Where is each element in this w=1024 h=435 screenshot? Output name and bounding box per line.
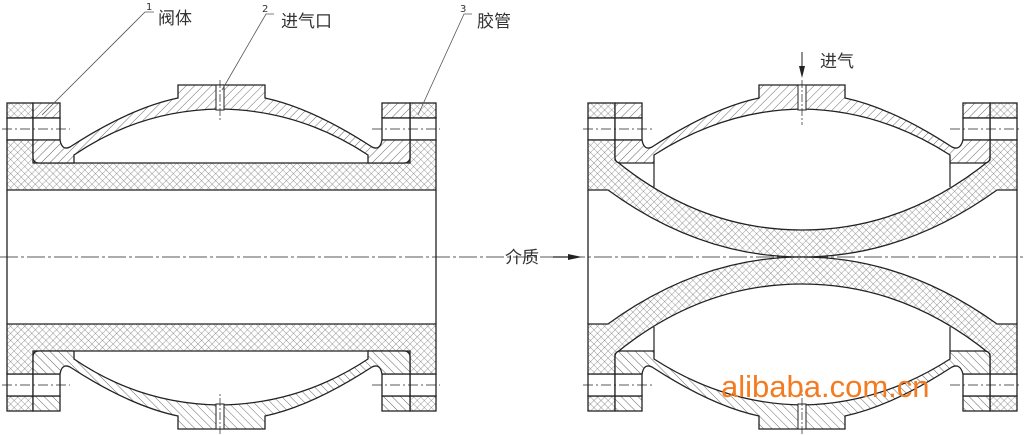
callout-1: 1 阀体 xyxy=(41,2,192,116)
callout-2: 2 进气口 xyxy=(221,4,332,91)
watermark: alibaba.com.cn xyxy=(721,369,930,404)
svg-text:进气口: 进气口 xyxy=(281,12,332,32)
svg-text:进气: 进气 xyxy=(820,52,854,72)
svg-text:阀体: 阀体 xyxy=(158,9,192,29)
svg-text:胶管: 胶管 xyxy=(477,12,511,32)
medium-flow-arrow: 介质 xyxy=(505,248,582,268)
svg-text:3: 3 xyxy=(460,4,466,15)
svg-text:1: 1 xyxy=(146,2,152,13)
svg-text:2: 2 xyxy=(262,4,268,15)
callout-3: 3 胶管 xyxy=(417,4,511,116)
air-inlet-arrow: 进气 xyxy=(799,52,854,78)
svg-text:介质: 介质 xyxy=(505,248,539,268)
